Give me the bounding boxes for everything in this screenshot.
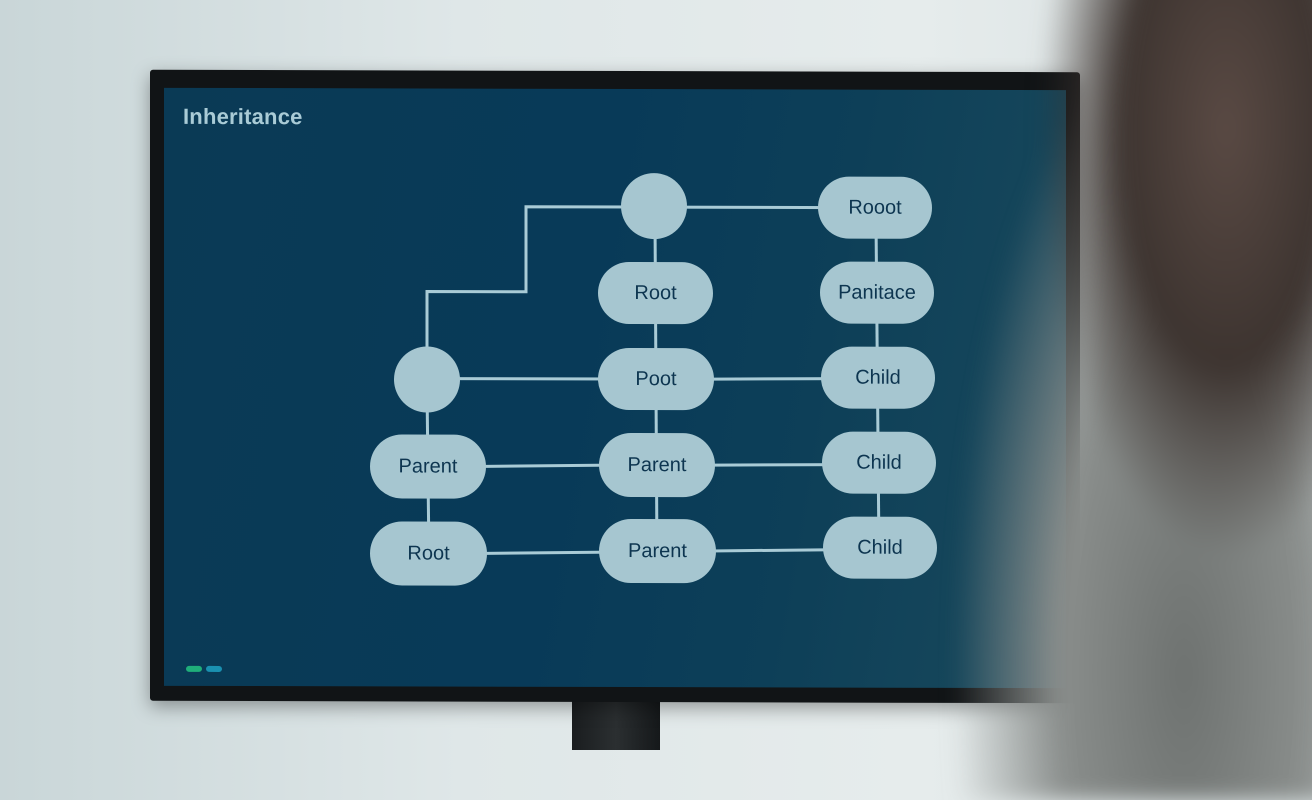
diagram-node-panitace[interactable]: Panitace [820,262,934,324]
node-label: Poot [635,368,676,391]
node-label: Rooot [848,196,901,219]
node-label: Parent [399,455,458,478]
green-indicator-icon[interactable] [186,666,202,672]
diagram-node-parent-bottom[interactable]: Parent [599,519,716,583]
node-label: Child [856,451,902,474]
node-label: Root [407,542,449,565]
teal-indicator-icon[interactable] [206,666,222,672]
diagram-node-child-1[interactable]: Child [821,347,935,409]
slide-screen: Inheritance [164,88,1066,688]
diagram-node-child-2[interactable]: Child [822,432,936,494]
node-label: Parent [628,454,687,477]
diagram-node-child-3[interactable]: Child [823,517,937,579]
node-label: Child [855,366,901,389]
diagram-node-parent-left[interactable]: Parent [370,434,486,498]
diagram-node-root-left[interactable]: Root [370,521,487,585]
diagram-node-poot[interactable]: Poot [598,348,714,410]
slide-indicators [186,666,222,672]
node-label: Child [857,536,903,559]
node-label: Root [634,282,676,305]
node-label: Parent [628,540,687,563]
monitor: Inheritance [150,70,1080,703]
diagram-node-circle-top[interactable] [621,173,687,239]
node-label: Panitace [838,281,916,304]
diagram-node-rooot[interactable]: Rooot [818,177,932,239]
diagram-node-root-mid[interactable]: Root [598,262,713,324]
diagram-node-circle-left[interactable] [394,346,460,412]
diagram-node-parent-mid[interactable]: Parent [599,433,715,497]
